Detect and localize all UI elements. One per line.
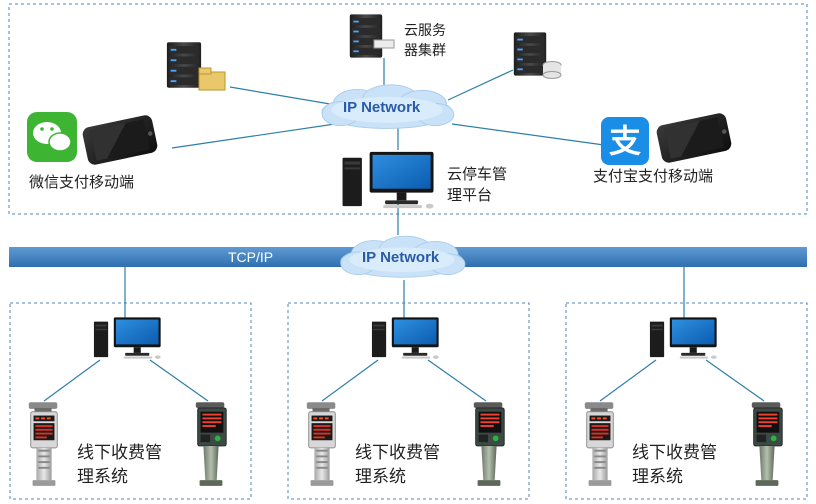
tcpip-label: TCP/IP <box>228 249 274 265</box>
desktop-computer-icon <box>342 151 434 209</box>
ip-network-label-bus: IP Network <box>362 249 440 266</box>
cloud-region-border <box>8 3 808 215</box>
offline-region-border-1 <box>9 302 252 500</box>
desktop-computer-icon <box>649 317 717 359</box>
parking-terminal-icon <box>28 401 58 487</box>
cloud-servers-label-line2: 器集群 <box>404 43 446 59</box>
offline-system-label-1-line1: 线下收费管 <box>77 443 162 463</box>
offline-system-label-1-line2: 理系统 <box>77 467 128 487</box>
cloud-servers-label-line1: 云服务 <box>404 23 446 39</box>
desktop-computer-icon <box>371 317 439 359</box>
server-rack-icon <box>166 42 226 91</box>
offline-region-border-2 <box>287 302 530 500</box>
parking-terminal-icon <box>473 401 505 487</box>
parking-terminal-icon <box>584 401 614 487</box>
svg-text:支: 支 <box>609 122 641 160</box>
server-rack-icon <box>349 14 395 58</box>
ip-network-label-top: IP Network <box>343 99 421 116</box>
parking-terminal-icon <box>195 401 227 487</box>
offline-system-label-3-line1: 线下收费管 <box>632 443 717 463</box>
cloud-links <box>171 58 605 235</box>
wechat-mobile-label: 微信支付移动端 <box>29 173 135 191</box>
wechat-icon <box>27 112 77 162</box>
parking-terminal-icon <box>306 401 336 487</box>
parking-terminal-icon <box>751 401 783 487</box>
terminal-links <box>43 359 765 402</box>
offline-system-label-2-line1: 线下收费管 <box>355 443 440 463</box>
bus-links <box>124 267 685 318</box>
server-rack-icon <box>513 32 562 79</box>
alipay-mobile-label: 支付宝支付移动端 <box>593 167 714 185</box>
platform-label-line2: 理平台 <box>447 186 493 204</box>
offline-region-border-3 <box>565 302 808 500</box>
alipay-icon: 支 <box>601 117 649 165</box>
offline-system-label-3-line2: 理系统 <box>632 467 683 487</box>
desktop-computer-icon <box>93 317 161 359</box>
offline-system-label-2-line2: 理系统 <box>355 467 406 487</box>
smartphone-icon <box>655 111 733 165</box>
platform-label-line1: 云停车管 <box>447 165 508 183</box>
smartphone-icon <box>81 113 159 167</box>
